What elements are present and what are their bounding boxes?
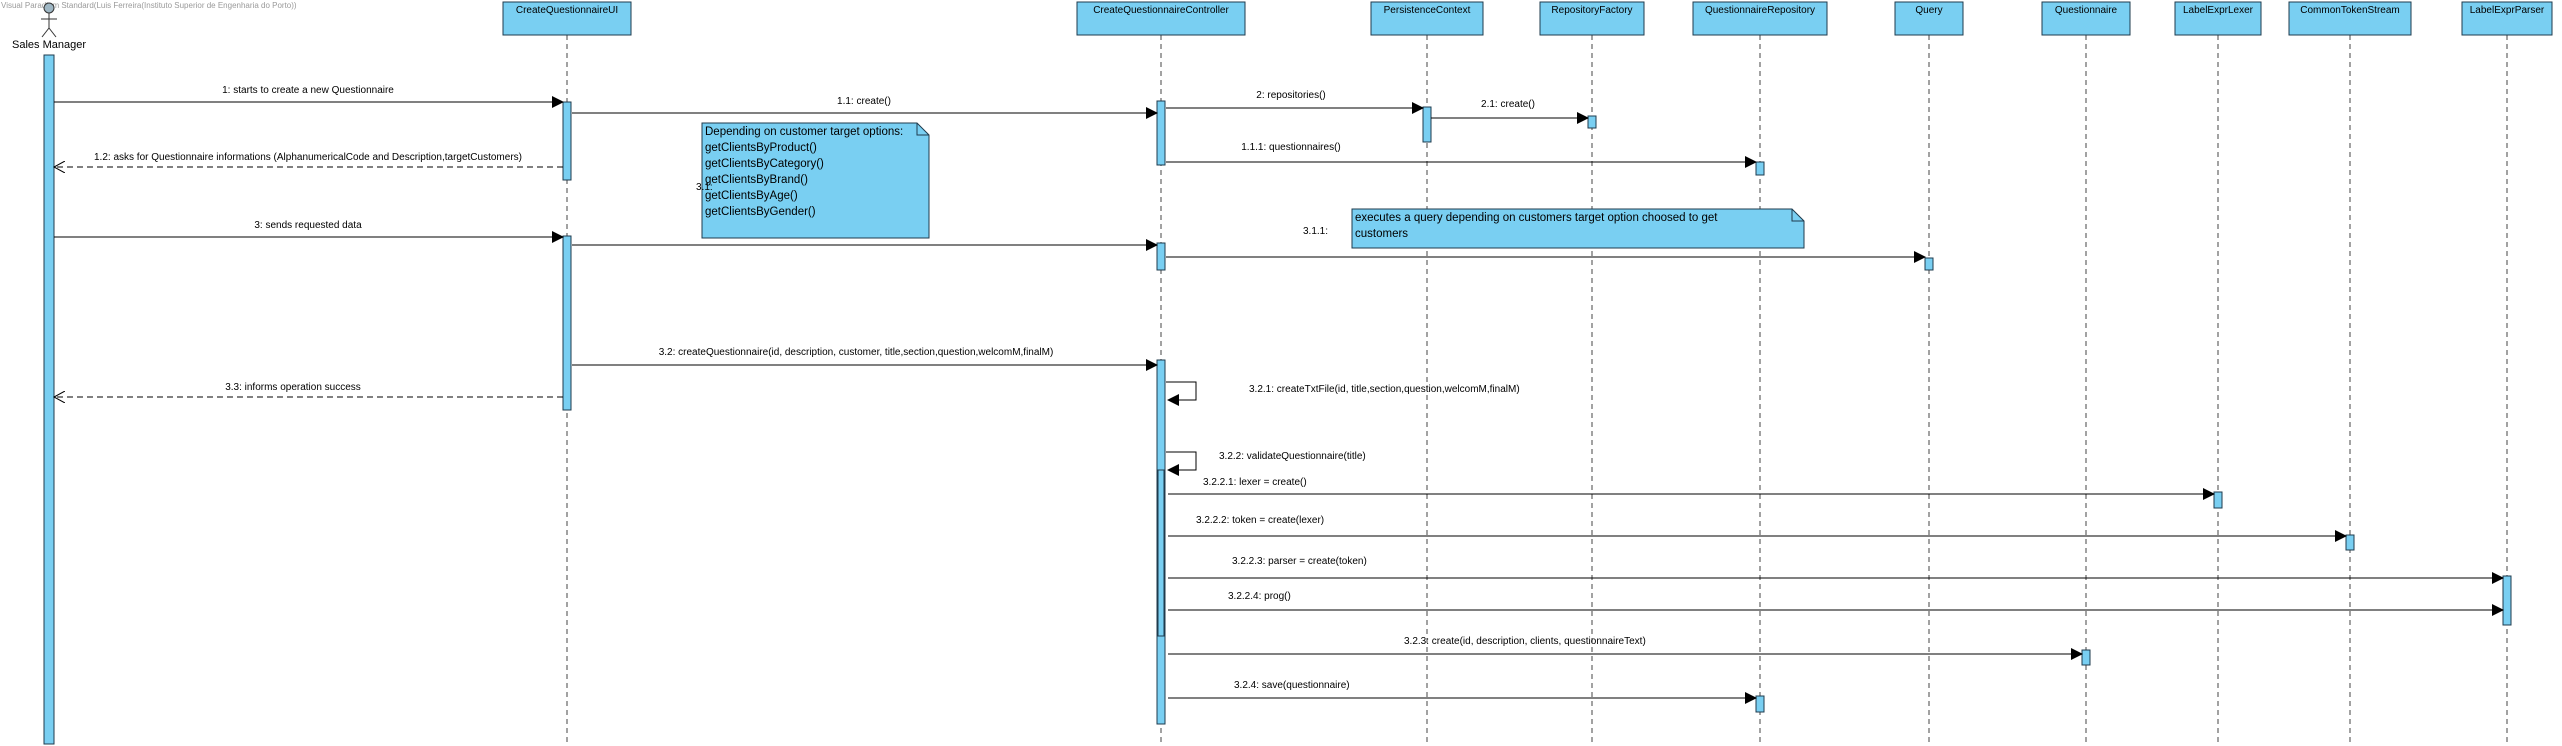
self-message-m321: 3.2.1: createTxtFile(id, title,section,q…	[1166, 381, 1520, 406]
lifeline-label-ctrl: CreateQuestionnaireController	[1093, 5, 1229, 16]
self-message-m322: 3.2.2: validateQuestionnaire(title)	[1166, 451, 1366, 476]
message-m111: 1.1.1: questionnaires()	[1166, 142, 1757, 168]
actor-label: Sales Manager	[12, 39, 86, 51]
message-label-m3224: 3.2.2.4: prog()	[1228, 591, 1291, 602]
lifeline-head-q[interactable]: Questionnaire	[2041, 1, 2131, 36]
watermark-text: Visual Paradigm Standard(Luis Ferreira(I…	[1, 1, 297, 10]
message-label-m2: 2: repositories()	[1256, 90, 1325, 101]
actor-head-icon	[43, 2, 55, 14]
message-m3222: 3.2.2.2: token = create(lexer)	[1168, 515, 2347, 542]
message-label-m31: 3.1:	[696, 182, 713, 193]
message-label-m322: 3.2.2: validateQuestionnaire(title)	[1219, 451, 1366, 462]
activation-pc-7	[1422, 106, 1432, 143]
message-label-m3221: 3.2.2.1: lexer = create()	[1203, 477, 1307, 488]
note-line-note1-1: getClientsByProduct()	[705, 142, 817, 154]
lifeline-head-query[interactable]: Query	[1894, 1, 1964, 36]
self-message-arrow-m322	[1166, 451, 1197, 476]
lifeline-label-parser: LabelExprParser	[2470, 5, 2545, 16]
note-line-note2-0: executes a query depending on customers …	[1355, 212, 1718, 224]
activation-lexer-13	[2213, 491, 2223, 509]
message-label-m12: 1.2: asks for Questionnaire informations…	[94, 152, 522, 163]
message-label-m311: 3.1.1:	[1303, 226, 1328, 237]
lifeline-head-cts[interactable]: CommonTokenStream	[2288, 1, 2412, 36]
lifeline-label-lexer: LabelExprLexer	[2183, 5, 2254, 16]
message-m1: 1: starts to create a new Questionnaire	[54, 85, 564, 108]
lifeline-label-pc: PersistenceContext	[1384, 5, 1471, 16]
message-m33: 3.3: informs operation success	[54, 382, 563, 397]
message-label-m323: 3.2.3: create(id, description, clients, …	[1404, 636, 1646, 647]
activation-q-12	[2081, 649, 2091, 666]
activation-ctrl-6	[1157, 469, 1165, 637]
note-line-note1-3: getClientsByBrand()	[705, 174, 808, 186]
message-m11: 1.1: create()	[572, 96, 1158, 119]
lifeline-label-cts: CommonTokenStream	[2300, 5, 2399, 16]
activation-rf-8	[1587, 115, 1597, 129]
lifeline-head-pc[interactable]: PersistenceContext	[1370, 1, 1484, 36]
message-label-m21: 2.1: create()	[1481, 99, 1535, 110]
lifeline-head-ctrl[interactable]: CreateQuestionnaireController	[1076, 1, 1246, 36]
message-m311: 3.1.1:	[1166, 226, 1926, 263]
message-m31: 3.1:	[572, 182, 1158, 251]
message-m3223: 3.2.2.3: parser = create(token)	[1168, 556, 2504, 584]
message-label-m321: 3.2.1: createTxtFile(id, title,section,q…	[1249, 384, 1520, 395]
lifeline-head-ui[interactable]: CreateQuestionnaireUI	[502, 1, 632, 36]
note-line-note2-1: customers	[1355, 228, 1408, 240]
actor-sales-manager: Sales Manager	[12, 2, 86, 51]
message-m3224: 3.2.2.4: prog()	[1168, 591, 2504, 616]
message-m2: 2: repositories()	[1166, 90, 1424, 114]
activation-ui-1	[562, 101, 572, 181]
lifeline-label-query: Query	[1915, 5, 1942, 16]
message-m323: 3.2.3: create(id, description, clients, …	[1168, 636, 2083, 660]
activation-ui-2	[562, 235, 572, 411]
note-note1: Depending on customer target options: get…	[701, 122, 930, 239]
message-label-m11: 1.1: create()	[837, 96, 891, 107]
note-line-note1-4: getClientsByAge()	[705, 190, 798, 202]
activation-ctrl-3	[1156, 100, 1166, 166]
note-line-note1-2: getClientsByCategory()	[705, 158, 824, 170]
message-m3221: 3.2.2.1: lexer = create()	[1168, 477, 2215, 500]
activation-actor-0	[43, 54, 55, 745]
note-line-note1-5: getClientsByGender()	[705, 206, 816, 218]
note-note2: executes a query depending on customers …	[1351, 208, 1805, 249]
message-label-m3222: 3.2.2.2: token = create(lexer)	[1196, 515, 1324, 526]
message-label-m3: 3: sends requested data	[254, 220, 362, 231]
message-label-m1: 1: starts to create a new Questionnaire	[222, 85, 394, 96]
activation-qrepo-9	[1755, 161, 1765, 176]
message-m324: 3.2.4: save(questionnaire)	[1168, 680, 1757, 704]
message-m12: 1.2: asks for Questionnaire informations…	[54, 152, 563, 167]
message-label-m32: 3.2: createQuestionnaire(id, description…	[659, 347, 1054, 358]
lifeline-label-qrepo: QuestionnaireRepository	[1705, 5, 1815, 16]
lifeline-head-lexer[interactable]: LabelExprLexer	[2174, 1, 2262, 36]
message-label-m111: 1.1.1: questionnaires()	[1241, 142, 1341, 153]
message-label-m324: 3.2.4: save(questionnaire)	[1234, 680, 1350, 691]
activation-qrepo-10	[1755, 695, 1765, 713]
activation-query-11	[1924, 257, 1934, 271]
activation-cts-14	[2345, 534, 2355, 551]
lifeline-head-qrepo[interactable]: QuestionnaireRepository	[1692, 1, 1828, 36]
message-label-m33: 3.3: informs operation success	[225, 382, 361, 393]
message-m21: 2.1: create()	[1431, 99, 1589, 124]
self-message-arrow-m321	[1166, 381, 1197, 406]
message-m3: 3: sends requested data	[54, 220, 564, 243]
lifeline-head-rf[interactable]: RepositoryFactory	[1539, 1, 1645, 36]
lifeline-label-ui: CreateQuestionnaireUI	[516, 5, 618, 16]
activation-ctrl-4	[1156, 242, 1166, 271]
message-m32: 3.2: createQuestionnaire(id, description…	[572, 347, 1158, 371]
lifeline-head-parser[interactable]: LabelExprParser	[2461, 1, 2553, 36]
lifeline-label-q: Questionnaire	[2055, 5, 2118, 16]
activation-parser-15	[2502, 575, 2512, 626]
lifeline-label-rf: RepositoryFactory	[1551, 5, 1632, 16]
message-label-m3223: 3.2.2.3: parser = create(token)	[1232, 556, 1367, 567]
note-line-note1-0: Depending on customer target options:	[705, 126, 903, 138]
